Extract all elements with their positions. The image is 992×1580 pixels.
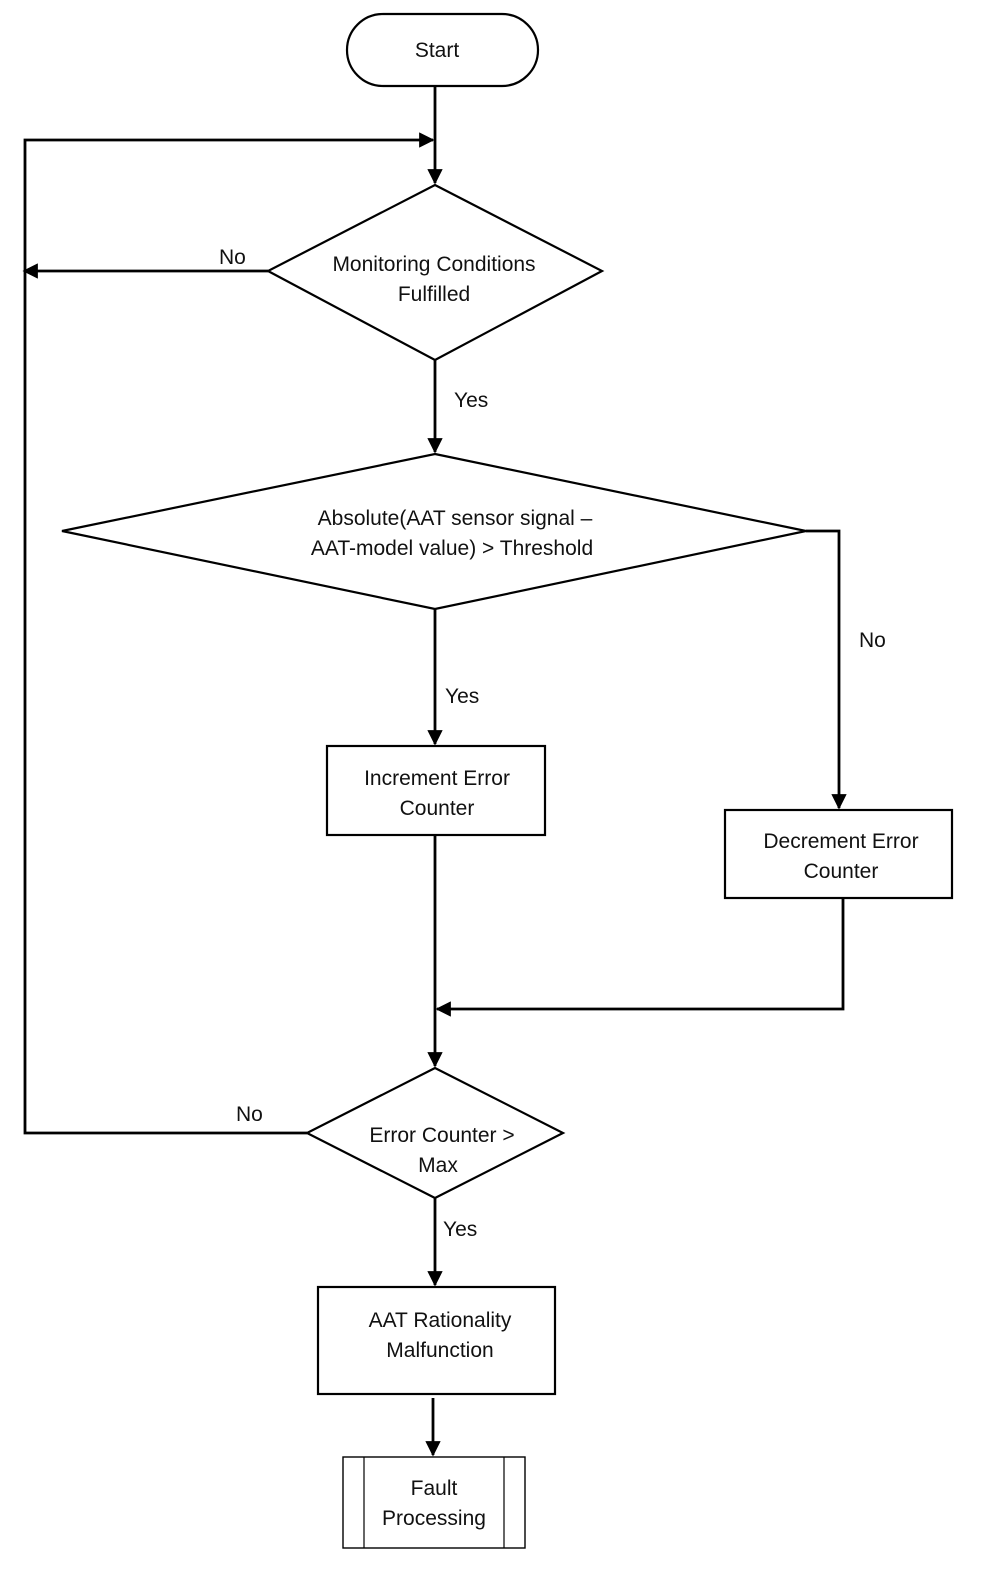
- start-label: Start: [415, 39, 460, 62]
- start-terminator: Start: [345, 12, 540, 88]
- decrement-label-line2: Counter: [804, 860, 879, 883]
- max-decision: Error Counter > Max: [304, 1066, 566, 1200]
- monitoring-yes-label: Yes: [454, 389, 488, 412]
- max-label-line1: Error Counter >: [369, 1124, 514, 1147]
- threshold-decision: Absolute(AAT sensor signal – AAT-model v…: [61, 452, 807, 611]
- threshold-label-line2: AAT-model value) > Threshold: [311, 537, 593, 560]
- max-label-line2: Max: [418, 1154, 458, 1177]
- threshold-label-line1: Absolute(AAT sensor signal –: [318, 507, 593, 530]
- increment-counter-box: Increment Error Counter: [325, 744, 547, 837]
- malfunction-label-line1: AAT Rationality: [369, 1309, 512, 1332]
- decrement-label-line1: Decrement Error: [763, 830, 918, 853]
- monitoring-no-label: No: [219, 246, 246, 269]
- malfunction-box: AAT Rationality Malfunction: [316, 1285, 557, 1396]
- malfunction-label-line2: Malfunction: [386, 1339, 493, 1362]
- monitoring-label-line1: Monitoring Conditions: [332, 253, 535, 276]
- monitoring-label-line2: Fulfilled: [398, 283, 470, 306]
- fault-label-line1: Fault: [411, 1477, 458, 1500]
- max-no-loop-arrow: [23, 132, 435, 1135]
- monitoring-decision: Monitoring Conditions Fulfilled: [265, 183, 605, 362]
- threshold-yes-label: Yes: [445, 685, 479, 708]
- increment-label-line1: Increment Error: [364, 767, 510, 790]
- max-yes-label: Yes: [443, 1218, 477, 1241]
- branch-labels: No Yes Yes No No Yes: [219, 246, 886, 1241]
- max-no-label: No: [236, 1103, 263, 1126]
- connectors: [22, 86, 847, 1457]
- decrement-counter-box: Decrement Error Counter: [723, 808, 954, 900]
- threshold-no-label: No: [859, 629, 886, 652]
- threshold-no-arrow: [806, 529, 847, 810]
- decrement-merge-arrow: [435, 898, 845, 1017]
- increment-label-line2: Counter: [400, 797, 475, 820]
- fault-label-line2: Processing: [382, 1507, 486, 1530]
- fault-processing-box: Fault Processing: [342, 1456, 526, 1549]
